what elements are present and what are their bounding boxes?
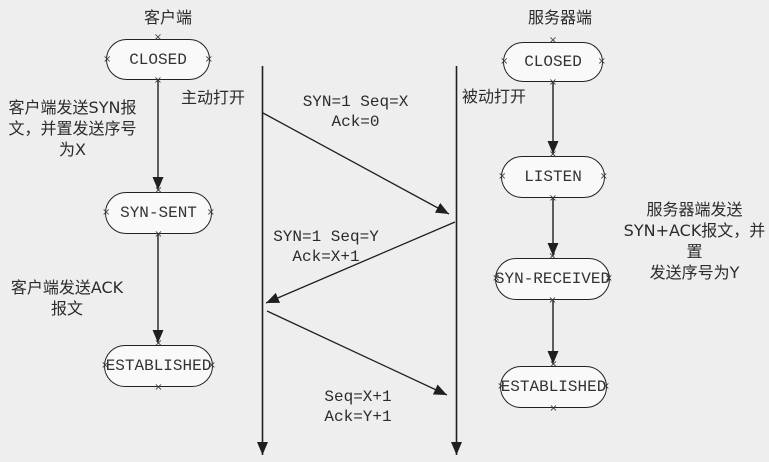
message-arrow-ack [266,310,448,396]
server-state-closed-label: CLOSED [524,53,582,71]
client-state-syn-sent-label: SYN-SENT [120,204,197,222]
server-passive-open-label: 被动打开 [462,87,527,106]
client-column-title: 客户端 [143,8,192,27]
client-state-established: ESTABLISHED ×××× [101,339,216,393]
message-syn-label: SYN=1 Seq=X Ack=0 [302,93,409,131]
server-state-established: ESTABLISHED ×××× [497,360,610,414]
server-state-syn-received: SYN-RECEIVED ×××× [492,252,613,306]
client-state-established-label: ESTABLISHED [105,357,212,375]
client-state-closed-label: CLOSED [129,50,187,69]
message-arrow-syn [262,112,450,215]
server-synack-annotation: 服务器端发送 SYN+ACK报文，并置 发送序号为Y [623,200,766,282]
server-state-closed: CLOSED ×××× [500,36,606,88]
server-column-title: 服务器端 [527,8,592,27]
client-ack-annotation: 客户端发送ACK 报文 [10,278,124,318]
server-state-listen: LISTEN ×××× [498,150,608,204]
client-state-closed: CLOSED ×××× [103,33,213,86]
message-ack-label: Seq=X+1 Ack=Y+1 [324,388,392,426]
message-synack-label: SYN=1 Seq=Y Ack=X+1 [273,228,379,266]
client-active-open-label: 主动打开 [181,88,246,107]
server-state-syn-received-label: SYN-RECEIVED [494,270,611,288]
message-arrow-synack [265,221,456,304]
client-state-syn-sent: SYN-SENT ×××× [102,186,215,240]
server-state-listen-label: LISTEN [524,168,582,186]
client-syn-annotation: 客户端发送SYN报 文，并置发送序号 为X [8,98,137,159]
server-state-established-label: ESTABLISHED [500,378,607,396]
